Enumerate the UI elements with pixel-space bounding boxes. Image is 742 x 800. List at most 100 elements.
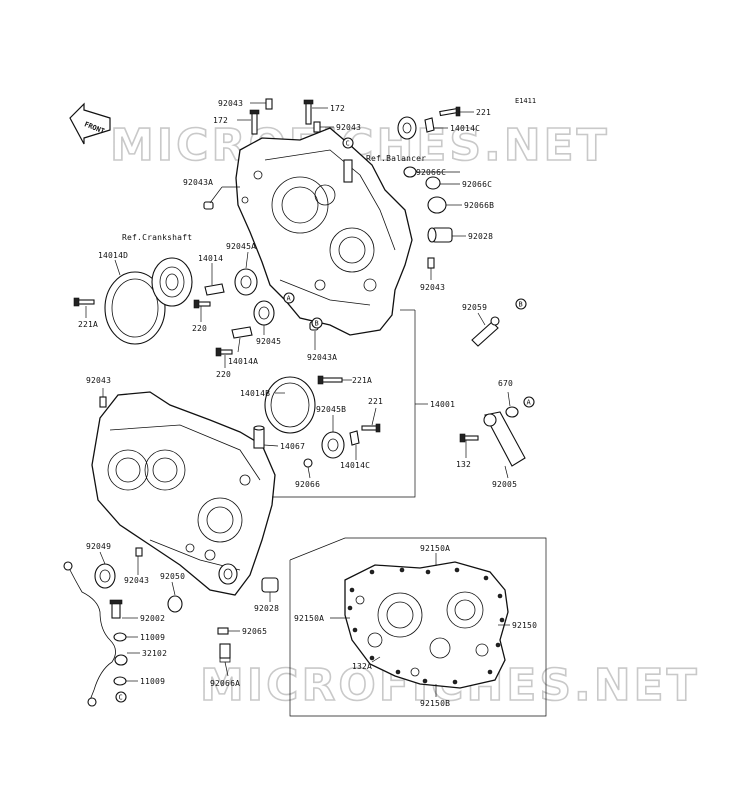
lever-92005 [483, 411, 526, 467]
label-14014b: 14014B [240, 389, 270, 398]
seal-92066c-2 [425, 176, 441, 190]
label-92028-top: 92028 [468, 232, 493, 241]
label-14014d: 14014D [98, 251, 128, 260]
label-92059: 92059 [462, 303, 487, 312]
label-92065: 92065 [242, 627, 267, 636]
front-arrow-icon: FRONT [69, 102, 111, 145]
bearing-14014d-seal [104, 271, 166, 345]
banjo-fitting [114, 654, 128, 666]
crank-bearing [151, 257, 193, 307]
clip-14014c-top [424, 117, 435, 133]
label-92150b: 92150B [420, 699, 450, 708]
oring-670 [505, 406, 519, 418]
label-ref-balancer: Ref.Balancer [366, 154, 426, 163]
label-172-top-left: 172 [213, 116, 228, 125]
bolt-221-mid [361, 423, 381, 433]
label-92043-top: 92043 [218, 99, 243, 108]
dowel-92043-lower [135, 547, 143, 557]
callout-c-bottom-letter: C [119, 694, 123, 702]
callout-b-mid-letter: B [315, 320, 319, 328]
seal-92066b [427, 196, 447, 214]
label-132: 132 [456, 460, 471, 469]
bolt-172-top-right [303, 99, 314, 125]
bracket-14001 [272, 310, 416, 498]
bolt-132 [459, 433, 479, 443]
callout-c-top-letter: C [346, 140, 350, 148]
seal-14014b [264, 376, 316, 434]
label-92066: 92066 [295, 480, 320, 489]
label-670: 670 [498, 379, 513, 388]
clip-14014c-mid [349, 430, 360, 446]
seal-lower-case [218, 563, 238, 585]
oring-92066 [303, 458, 313, 468]
clip-14014a [231, 326, 253, 339]
label-14001: 14001 [430, 400, 455, 409]
bolt-220-bottom [215, 347, 233, 357]
label-92150: 92150 [512, 621, 537, 630]
label-92005: 92005 [492, 480, 517, 489]
label-92028-bottom: 92028 [254, 604, 279, 613]
bolt-221-top [439, 106, 461, 117]
inset-bolt-detail [289, 537, 547, 717]
seal-top-right [397, 116, 417, 140]
dowel-92043-left [99, 396, 107, 408]
label-92043a-top: 92043A [183, 178, 213, 187]
label-14014c-mid: 14014C [340, 461, 370, 470]
dowel-92043-mid [313, 121, 321, 133]
label-132a: 132A [352, 662, 372, 671]
pin-ref-balancer [343, 159, 353, 183]
label-92045: 92045 [256, 337, 281, 346]
plug-92065 [217, 627, 229, 635]
label-92066b: 92066B [464, 201, 494, 210]
label-221a-left: 221A [78, 320, 98, 329]
label-11009-1: 11009 [140, 633, 165, 642]
label-92045a: 92045A [226, 242, 256, 251]
callout-a-mid-letter: A [287, 295, 292, 303]
callout-c-top: C [342, 137, 354, 149]
bushing-92028-bottom [261, 577, 279, 593]
sleeve-14067 [253, 425, 265, 449]
callout-a-right-letter: A [527, 399, 532, 407]
lower-crankcase [91, 391, 276, 596]
dowel-92043a-top [203, 201, 214, 210]
dowel-92043-right [427, 257, 435, 269]
label-92043-mid: 92043 [336, 123, 361, 132]
label-92043a-mid: 92043A [307, 353, 337, 362]
part-labels: 92043 172 221 172 92043 14014C Ref.Balan… [78, 99, 537, 708]
callout-b-right-letter: B [519, 301, 523, 309]
label-92043-left: 92043 [86, 376, 111, 385]
clip-14014 [204, 283, 225, 296]
oil-pipe-32102 [63, 561, 116, 707]
inset-bolt-holes [347, 567, 505, 685]
upper-crankcase [235, 127, 413, 336]
label-92066a: 92066A [210, 679, 240, 688]
seal-92050 [167, 595, 183, 613]
label-92050: 92050 [160, 572, 185, 581]
callout-b-right: B [515, 298, 527, 310]
label-221-top: 221 [476, 108, 491, 117]
label-14014a: 14014A [228, 357, 258, 366]
diagram-code: E1411 [515, 97, 536, 105]
washer-11009-1 [113, 632, 127, 642]
washer-11009-2 [113, 676, 127, 686]
label-14067: 14067 [280, 442, 305, 451]
dowel-92043-top [265, 98, 273, 110]
label-220-bottom: 220 [216, 370, 231, 379]
bolt-221a-left [73, 297, 95, 307]
label-92045b: 92045B [316, 405, 346, 414]
label-221a-mid: 221A [352, 376, 372, 385]
label-92150a-top: 92150A [420, 544, 450, 553]
label-92043-lower: 92043 [124, 576, 149, 585]
callout-a-mid: A [283, 292, 295, 304]
callout-c-bottom: C [115, 691, 127, 703]
label-11009-2: 11009 [140, 677, 165, 686]
label-32102: 32102 [142, 649, 167, 658]
leader-lines [85, 102, 511, 697]
seal-92049 [94, 563, 116, 589]
bearing-92045 [253, 300, 275, 326]
label-92066c-2: 92066C [462, 180, 492, 189]
label-92066c-1: 92066C [416, 168, 446, 177]
label-92049: 92049 [86, 542, 111, 551]
